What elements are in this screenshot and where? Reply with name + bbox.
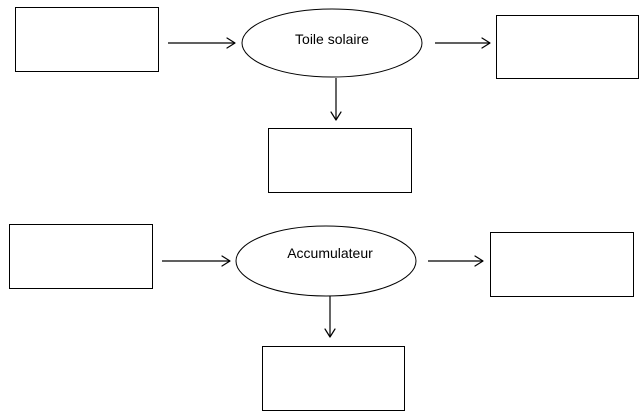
bottom-output-arrow-head bbox=[474, 255, 484, 267]
bottom-center-node-label: Accumulateur bbox=[287, 245, 373, 261]
bottom-down-arrow-head bbox=[324, 328, 336, 338]
top-input-arrow-head bbox=[226, 37, 236, 49]
top-center-node bbox=[241, 8, 423, 78]
top-center-node-label: Toile solaire bbox=[295, 31, 369, 47]
top-diagram-group: Toile solaire bbox=[15, 7, 639, 193]
bottom-input-box bbox=[9, 224, 153, 289]
bottom-output-box bbox=[490, 232, 634, 297]
bottom-loss-box bbox=[262, 346, 405, 411]
bottom-center-node bbox=[235, 225, 417, 297]
top-output-box bbox=[496, 15, 639, 79]
top-input-box bbox=[15, 7, 159, 72]
top-loss-box bbox=[268, 128, 412, 193]
bottom-diagram-group: Accumulateur bbox=[9, 224, 634, 411]
bottom-input-arrow-head bbox=[221, 255, 231, 267]
top-output-arrow-head bbox=[481, 37, 491, 49]
top-down-arrow-head bbox=[330, 111, 342, 121]
